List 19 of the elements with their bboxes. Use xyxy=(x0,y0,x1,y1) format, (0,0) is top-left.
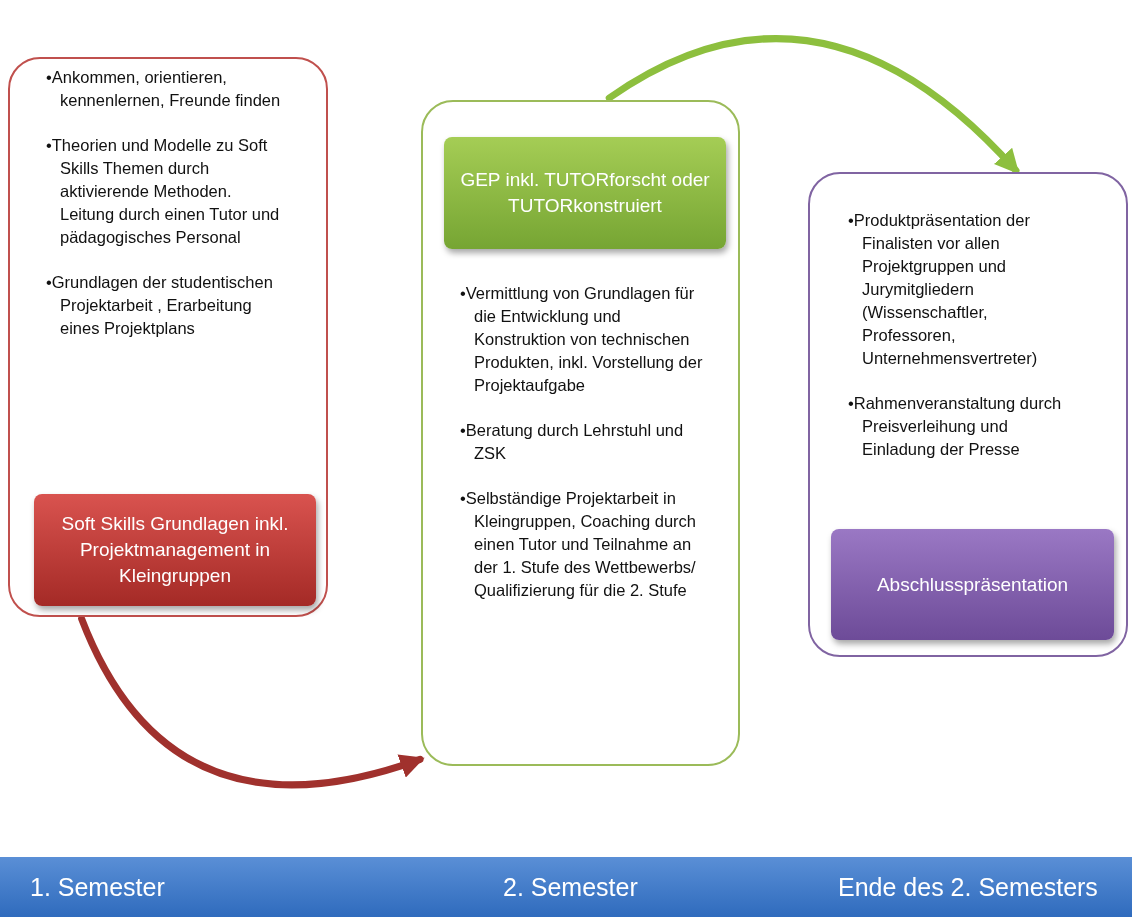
bullet-text: •Ankommen, orientieren, kennenlernen, Freunde finden xyxy=(46,67,282,111)
bullet-text: •Rahmenveranstaltung durch Preisverleihung und Einladung der Presse xyxy=(848,393,1063,460)
bullet-text: •Selbständige Projektarbeit in Kleingruppen, Coaching durch einen Tutor und Teilnahme an der 1. Stufe des Wettbewerbs/ Qualifizierung für die 2. Stufe xyxy=(460,488,697,601)
stage-card xyxy=(808,172,1128,657)
bullet-text: •Vermittlung von Grundlagen für die Entwicklung und Konstruktion von technischen Produkten, inkl. Vorstellung der Projektaufgabe xyxy=(460,283,704,396)
semester-label: 2. Semester xyxy=(503,873,638,902)
semester-label: Ende des 2. Semesters xyxy=(838,873,1098,902)
curved-arrow xyxy=(605,35,1020,175)
stage-heading: Abschlusspräsentation xyxy=(831,529,1114,640)
stage-heading: GEP inkl. TUTORforscht oder TUTORkonstruiert xyxy=(444,137,726,249)
bullet-text: •Grundlagen der studentischen Projektarbeit , Erarbeitung eines Projektplans xyxy=(46,272,274,339)
bullet-text: •Produktpräsentation der Finalisten vor allen Projektgruppen und Jurymitgliedern (Wissenschaftler, Professoren, Unternehmensvertreter) xyxy=(848,210,1039,369)
bullet-text: •Theorien und Modelle zu Soft Skills Themen durch aktivierende Methoden. Leitung durch einen Tutor und pädagogisches Personal xyxy=(46,135,281,248)
stage-card xyxy=(421,100,740,766)
stage-heading: Soft Skills Grundlagen inkl. Projektmanagement in Kleingruppen xyxy=(34,494,316,606)
semester-label: 1. Semester xyxy=(30,873,165,902)
bullet-text: •Beratung durch Lehrstuhl und ZSK xyxy=(460,420,685,464)
stage-card xyxy=(8,57,328,617)
curved-arrow xyxy=(78,615,425,789)
